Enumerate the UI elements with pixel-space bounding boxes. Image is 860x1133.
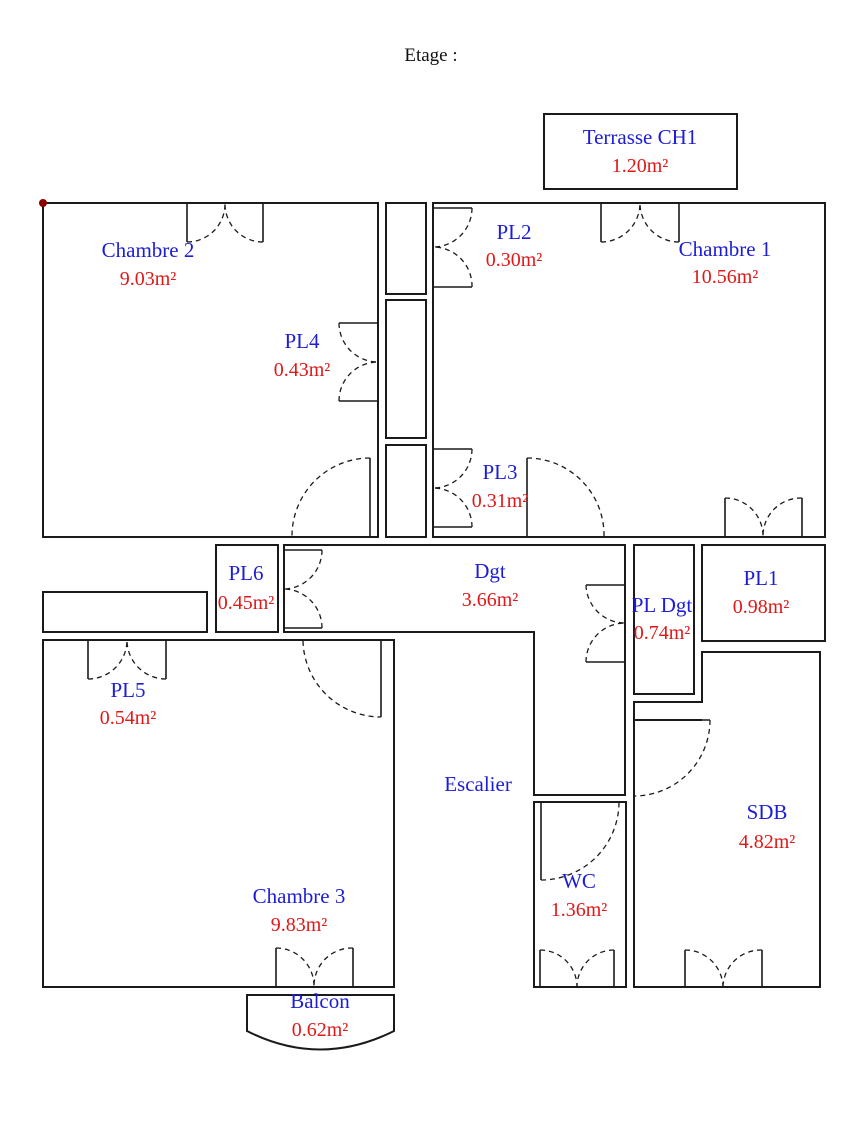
chambre-1-area: 10.56m² bbox=[692, 266, 759, 288]
balcon-outline bbox=[246, 994, 395, 1051]
pl6-area: 0.45m² bbox=[218, 592, 275, 614]
wc-name: WC bbox=[562, 869, 596, 893]
terrasse-ch1-area: 1.20m² bbox=[612, 155, 669, 177]
door-chambre-2 bbox=[291, 457, 371, 537]
origin-marker bbox=[39, 199, 47, 207]
pl4-area: 0.43m² bbox=[274, 359, 331, 381]
dgt-name: Dgt bbox=[474, 559, 506, 583]
double-door-pl5 bbox=[87, 640, 167, 680]
door-wc bbox=[540, 801, 620, 881]
dgt-area: 3.66m² bbox=[462, 589, 519, 611]
cupboard-pl4-outline bbox=[385, 299, 427, 439]
walls bbox=[42, 113, 826, 1051]
pl6-name: PL6 bbox=[228, 561, 263, 585]
pl2-name: PL2 bbox=[496, 220, 531, 244]
sdb-outline bbox=[633, 651, 821, 988]
double-door-balcon bbox=[275, 947, 354, 987]
door-pl4 bbox=[338, 322, 378, 402]
pl2-area: 0.30m² bbox=[486, 249, 543, 271]
dgt-outline bbox=[283, 544, 626, 796]
pl4-name: PL4 bbox=[284, 329, 320, 353]
pl5-area: 0.54m² bbox=[100, 707, 157, 729]
pl3-area: 0.31m² bbox=[472, 490, 529, 512]
pl1-area: 0.98m² bbox=[733, 596, 790, 618]
chambre-2-area: 9.03m² bbox=[120, 268, 177, 290]
sdb-area: 4.82m² bbox=[739, 831, 796, 853]
chambre-3-name: Chambre 3 bbox=[253, 884, 346, 908]
pl1-name: PL1 bbox=[743, 566, 778, 590]
wc-outline bbox=[533, 801, 627, 988]
chambre-1-name: Chambre 1 bbox=[679, 237, 772, 261]
cupboard-pl3-outline bbox=[385, 444, 427, 538]
door-sdb bbox=[633, 719, 711, 797]
doors bbox=[87, 203, 803, 987]
terrasse-ch1-name: Terrasse CH1 bbox=[583, 125, 698, 149]
double-door-wc bbox=[539, 949, 615, 987]
double-door-chambre-1 bbox=[600, 203, 680, 243]
floor-title: Etage : bbox=[404, 45, 457, 66]
double-door-chambre-1-cupboard bbox=[724, 497, 803, 537]
door-pl2 bbox=[433, 207, 473, 288]
door-pl3 bbox=[433, 448, 473, 528]
chambre-3-outline bbox=[42, 639, 395, 988]
door-pl6 bbox=[284, 549, 323, 629]
pl6-outline bbox=[215, 544, 279, 633]
double-door-chambre-2 bbox=[186, 203, 264, 243]
chambre-2-name: Chambre 2 bbox=[102, 238, 195, 262]
door-chambre-1 bbox=[526, 457, 605, 537]
door-pl-dgt bbox=[585, 584, 625, 663]
double-door-sdb bbox=[684, 949, 763, 987]
pl-dgt-area: 0.74m² bbox=[634, 622, 691, 644]
escalier-name: Escalier bbox=[444, 772, 512, 796]
cupboard-pl2-outline bbox=[385, 202, 427, 295]
pl3-name: PL3 bbox=[482, 460, 517, 484]
pl-dgt-outline bbox=[633, 544, 695, 695]
chambre-2-outline bbox=[42, 202, 379, 538]
chambre-1-outline bbox=[432, 202, 826, 538]
terrasse-ch1-outline bbox=[543, 113, 738, 190]
wc-area: 1.36m² bbox=[551, 899, 608, 921]
room-labels: Terrasse CH1 1.20m² Chambre 2 9.03m² PL2… bbox=[100, 125, 796, 1041]
chambre-3-area: 9.83m² bbox=[271, 914, 328, 936]
pl-dgt-name: PL Dgt bbox=[632, 593, 693, 617]
balcon-name: Balcon bbox=[290, 989, 350, 1013]
pl1-outline bbox=[701, 544, 826, 642]
side-cupboard-outline bbox=[42, 591, 208, 633]
sdb-name: SDB bbox=[747, 800, 788, 824]
pl5-name: PL5 bbox=[110, 678, 145, 702]
balcon-area: 0.62m² bbox=[292, 1019, 349, 1041]
door-chambre-3 bbox=[302, 640, 382, 718]
